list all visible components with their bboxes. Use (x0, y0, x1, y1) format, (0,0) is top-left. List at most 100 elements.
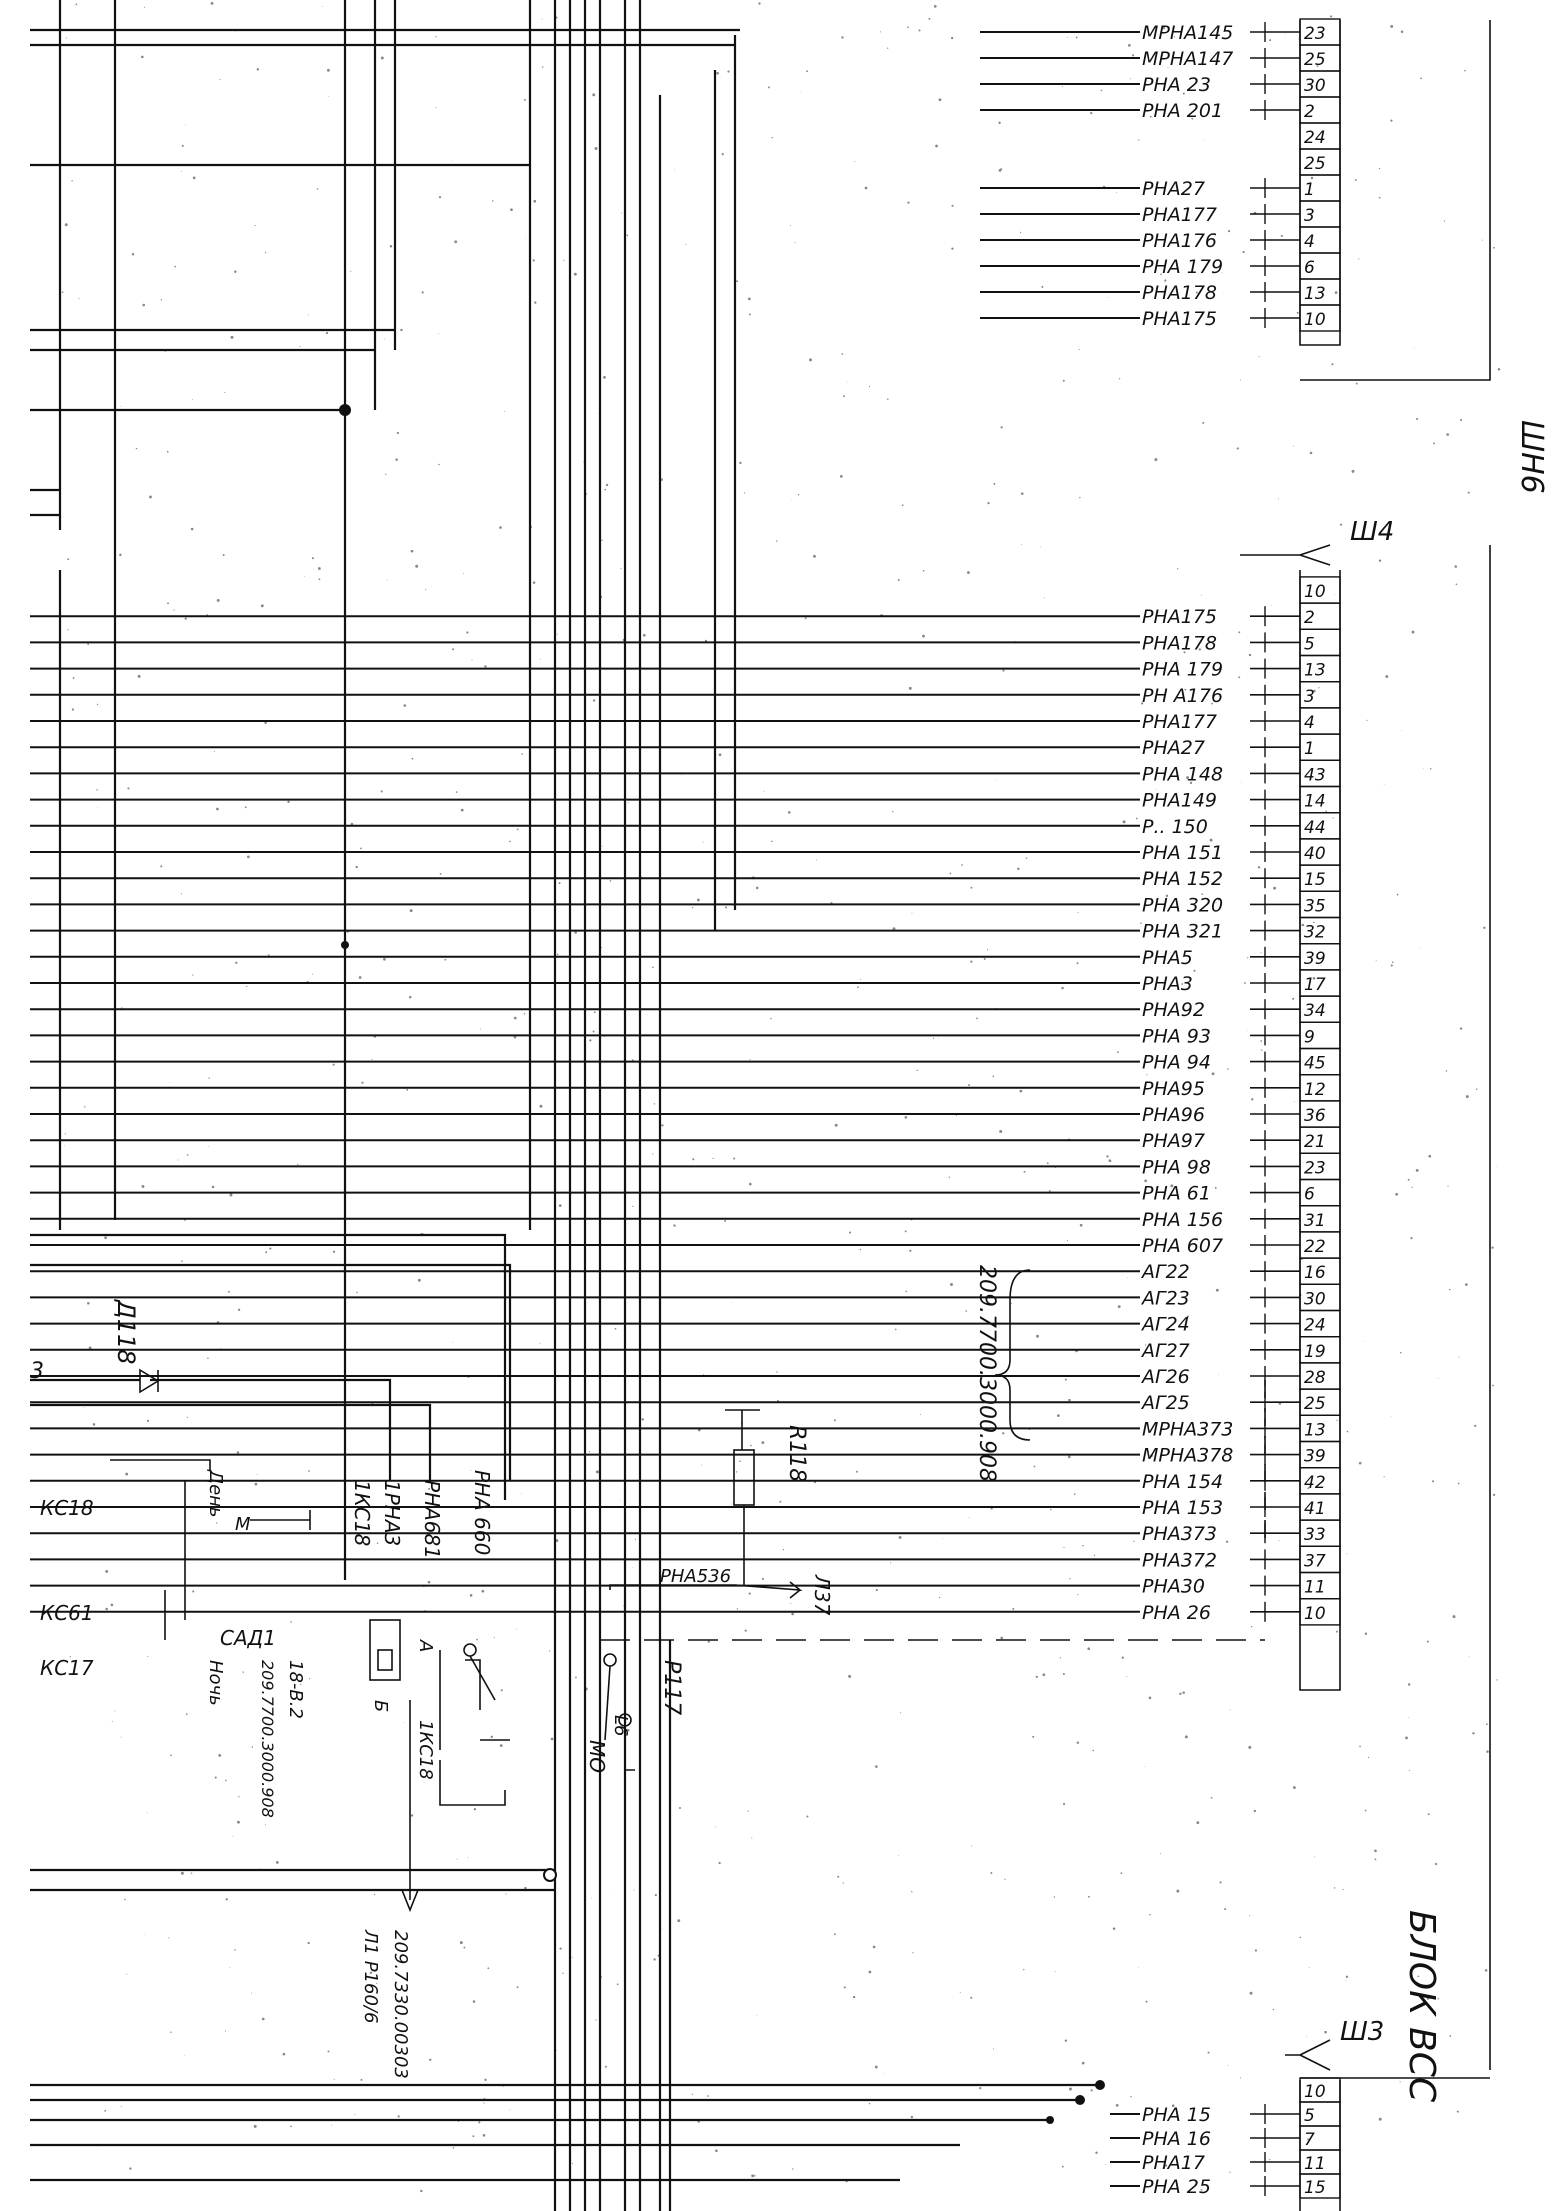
scan-speck (1076, 1741, 1080, 1744)
connector-top-pin-number: 30 (1304, 76, 1326, 96)
connector-bottom-pin-number: 15 (1304, 2178, 1326, 2198)
scan-speck (661, 1124, 664, 1127)
scan-speck (143, 1934, 145, 1935)
scan-speck (308, 1678, 311, 1680)
scan-speck (976, 1017, 978, 1020)
scan-speck (1486, 1750, 1489, 1753)
scan-speck (493, 1636, 495, 1638)
scan-speck (1209, 838, 1213, 842)
connector-mid-wire-label: РНА149 (1142, 790, 1217, 812)
ref-b2-label: 18-В.2 (285, 1660, 306, 1719)
scan-speck (1260, 1040, 1263, 1042)
scan-speck (216, 598, 220, 602)
scan-speck (763, 790, 765, 792)
scan-speck (1215, 1288, 1219, 1292)
scan-speck (1336, 1419, 1338, 1422)
scan-speck (1054, 1971, 1056, 1973)
scan-speck (910, 2115, 914, 2119)
scan-speck (1467, 491, 1470, 494)
scan-speck (127, 787, 130, 790)
scan-speck (1407, 1717, 1409, 1718)
connector-mid-wire-label: Р.. 150 (1142, 816, 1208, 838)
vertical-wires (58, 0, 737, 2211)
scan-speck (750, 1444, 752, 1447)
mo-label: МО (585, 1740, 609, 1773)
scan-speck (1048, 1190, 1051, 1192)
connector-mid-pin-number: 36 (1304, 1106, 1326, 1126)
scan-speck (1067, 1455, 1071, 1459)
scan-speck (254, 224, 256, 227)
scan-speck (842, 395, 845, 398)
scan-speck (604, 488, 607, 491)
scan-speck (325, 331, 329, 335)
scan-speck (523, 1012, 526, 1015)
scan-speck (1227, 229, 1231, 233)
connector-mid-pin-number: 22 (1304, 1237, 1326, 1257)
scan-speck (949, 872, 952, 875)
scan-speck (1331, 363, 1334, 366)
scan-speck (1088, 1895, 1090, 1898)
scan-speck (96, 789, 98, 791)
scan-speck (999, 1130, 1003, 1133)
scan-speck (677, 1919, 681, 1923)
connector-bottom-wire-label: РНА 15 (1142, 2104, 1211, 2126)
scan-speck (316, 188, 319, 190)
connector-mid-pin-number: 39 (1304, 1447, 1326, 1467)
scan-speck (1314, 1856, 1316, 1858)
scan-speck (604, 2065, 607, 2068)
scan-speck (452, 2146, 455, 2149)
scan-speck (135, 447, 138, 450)
scan-speck (458, 2120, 460, 2123)
connector-mid-pin-number: 4 (1304, 713, 1315, 733)
scan-speck (1400, 730, 1402, 732)
scan-speck (992, 1075, 995, 1078)
scan-speck (365, 1487, 368, 1489)
scan-speck (473, 1808, 477, 1811)
scan-speck (1284, 33, 1286, 35)
scan-speck (211, 1185, 215, 1189)
scan-speck (919, 1414, 921, 1416)
scan-speck (87, 643, 90, 646)
scan-speck (685, 243, 687, 245)
scan-speck (843, 1986, 846, 1989)
scan-speck (747, 1810, 749, 1812)
scan-speck (505, 1893, 507, 1895)
scan-speck (748, 1182, 752, 1186)
scan-speck (1159, 1853, 1161, 1854)
scan-speck (1155, 788, 1157, 790)
scan-speck (993, 2048, 995, 2050)
scan-speck (626, 234, 629, 237)
scan-speck (63, 1145, 65, 1147)
scan-speck (1019, 1089, 1023, 1093)
scan-speck (751, 1837, 753, 1839)
scan-speck (1138, 1967, 1139, 1968)
scan-speck (1254, 1949, 1258, 1952)
scan-speck (1062, 1672, 1065, 1676)
scan-speck (1043, 597, 1045, 599)
scan-speck (1165, 894, 1169, 898)
scan-speck (119, 553, 122, 557)
connector-top-wire-label: РНА177 (1142, 204, 1217, 226)
scan-speck (499, 526, 502, 529)
connector-mid-pin-number: 13 (1304, 1420, 1326, 1440)
scan-speck (137, 674, 141, 678)
scan-speck (190, 1872, 193, 1874)
scan-speck (1249, 1915, 1251, 1917)
connector-mid-pin-number: 43 (1304, 765, 1326, 785)
scan-speck (585, 493, 588, 495)
scan-speck (253, 2124, 257, 2128)
scan-speck (1248, 1745, 1252, 1749)
scan-speck (1186, 803, 1188, 805)
scan-speck (1391, 1415, 1393, 1417)
scan-speck (1358, 1461, 1362, 1465)
scan-speck (1268, 1159, 1270, 1161)
scan-speck (1154, 458, 1158, 462)
night-label: Ночь (205, 1660, 226, 1706)
scan-speck (180, 170, 182, 172)
scan-speck (427, 1580, 431, 1584)
connector-mid-pin-number: 3 (1304, 687, 1315, 707)
